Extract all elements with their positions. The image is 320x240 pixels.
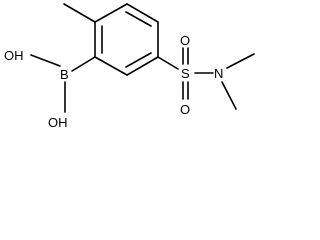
- boron-to-oh-top-bond: [30, 54, 61, 67]
- atom-label-oxygen-top: O: [180, 33, 190, 48]
- methyl-bond: [63, 3, 96, 23]
- nitrogen-methyl-down-bond: [221, 81, 237, 110]
- ring-bond-4: [126, 56, 159, 76]
- boronic-acid-group: OH B OH: [4, 48, 96, 130]
- atom-label-sulfur: S: [181, 66, 190, 81]
- sulfonamide-group: S O O N: [157, 33, 255, 117]
- atom-label-oh-top: OH: [4, 48, 24, 63]
- nitrogen-methyl-up-bond: [226, 53, 255, 69]
- ring-to-boron-bond: [71, 56, 96, 72]
- atom-label-nitrogen: N: [214, 66, 223, 81]
- chemical-structure: OH B OH S O O N: [4, 3, 255, 130]
- ring-bond-5: [94, 56, 128, 76]
- ring-bond-2: [126, 3, 159, 23]
- benzene-ring: [94, 3, 159, 76]
- atom-label-boron: B: [60, 67, 69, 82]
- ring-to-sulfur-bond: [157, 56, 179, 70]
- ring-bond-4-inner: [125, 52, 152, 68]
- ring-bond-1: [94, 3, 128, 23]
- atom-label-oh-bottom: OH: [48, 115, 68, 130]
- ring-bond-2-inner: [125, 11, 152, 27]
- atom-label-oxygen-bottom: O: [180, 102, 190, 117]
